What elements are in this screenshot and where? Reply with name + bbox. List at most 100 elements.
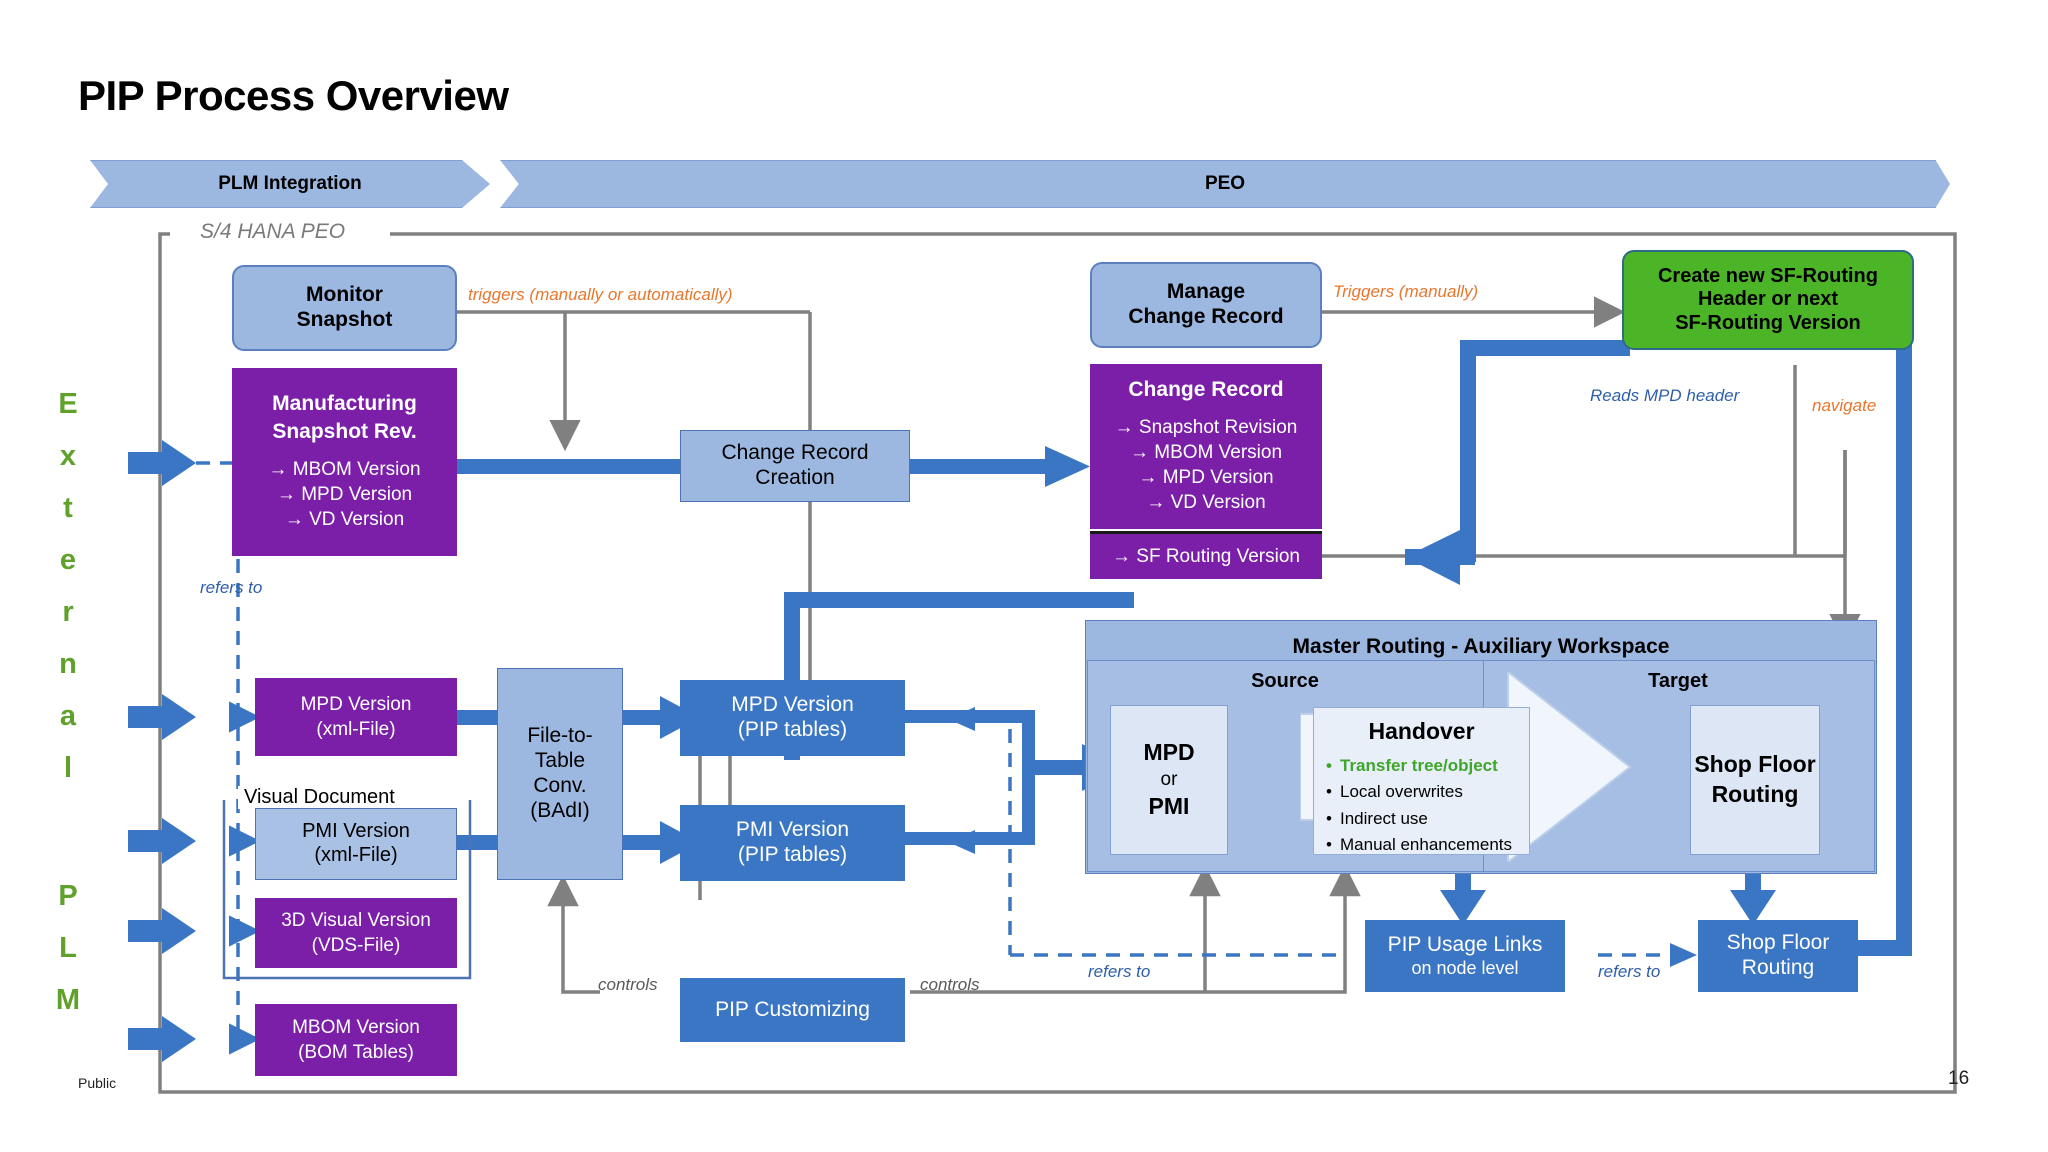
mfg-snapshot-item: → MBOM Version: [268, 459, 421, 481]
card-manufacturing-snapshot[interactable]: Manufacturing Snapshot Rev. → MBOM Versi…: [232, 368, 457, 556]
label-navigate: navigate: [1812, 396, 1877, 415]
crc-line1: Change Record: [721, 441, 869, 465]
banner-peo: PEO: [500, 160, 1950, 208]
cr-sf-routing-item: → SF Routing Version: [1112, 545, 1300, 567]
rail-letter: P: [58, 880, 78, 912]
rail-letter: a: [59, 700, 77, 732]
tgt-line2: Routing: [1711, 781, 1799, 807]
box-file-to-table-conversion[interactable]: File-to- Table Conv. (BAdI): [497, 668, 623, 880]
pmixml-line1: PMI Version: [302, 820, 410, 843]
footer-page-number: 16: [1948, 1068, 1970, 1089]
handover-bullet: Manual enhancements: [1326, 832, 1529, 859]
mbom-line1: MBOM Version: [292, 1016, 420, 1038]
monitor-snapshot-line1: Monitor: [306, 283, 383, 307]
label-controls-left: controls: [598, 975, 658, 994]
box-mpd-version-pip[interactable]: MPD Version (PIP tables): [680, 680, 905, 756]
pul-line2: on node level: [1411, 957, 1519, 978]
box-change-record-creation[interactable]: Change Record Creation: [680, 430, 910, 502]
mcr-line1: Manage: [1166, 280, 1246, 304]
cr-title: Change Record: [1128, 378, 1284, 401]
handover-bullet: Transfer tree/object: [1326, 753, 1529, 780]
cr-item: → MPD Version: [1138, 466, 1274, 488]
external-input-arrows: [128, 440, 196, 1062]
sfr-line2: Routing: [1741, 956, 1815, 979]
box-pip-usage-links[interactable]: PIP Usage Links on node level: [1365, 920, 1565, 992]
tile-manage-change-record[interactable]: Manage Change Record: [1090, 262, 1322, 348]
ftt-line2: Table: [534, 749, 586, 773]
mfg-snapshot-title2: Snapshot Rev.: [272, 420, 417, 444]
rail-letter: l: [63, 752, 73, 784]
label-refers-to-right: refers to: [1598, 962, 1661, 981]
rail-letter: E: [58, 388, 78, 420]
blue-flow-arrows: [352, 340, 1912, 985]
src-line3: PMI: [1148, 793, 1190, 820]
workspace-source-label: Source: [1251, 670, 1319, 692]
peo-frame: [158, 232, 1957, 1094]
rail-letter: L: [59, 932, 77, 964]
ftt-line3: Conv.: [533, 774, 587, 797]
mfg-snapshot-item: → VD Version: [284, 509, 405, 531]
cr-item: → Snapshot Revision: [1114, 416, 1298, 438]
box-mpd-version-xml[interactable]: MPD Version (xml-File): [255, 678, 457, 756]
box-pmi-version-pip[interactable]: PMI Version (PIP tables): [680, 805, 905, 881]
mpdxml-line2: (xml-File): [316, 719, 396, 740]
mpdpip-line1: MPD Version: [731, 693, 854, 717]
mfg-snapshot-title1: Manufacturing: [272, 391, 417, 415]
box-pip-customizing[interactable]: PIP Customizing: [680, 978, 905, 1042]
tile-create-sf-routing[interactable]: Create new SF-Routing Header or next SF-…: [1622, 250, 1914, 350]
workspace-source-box[interactable]: MPD or PMI: [1110, 705, 1228, 855]
rail-letter: x: [59, 440, 77, 472]
workspace-handover-box[interactable]: Handover Transfer tree/object Local over…: [1313, 707, 1530, 859]
ftt-line4: (BAdI): [530, 798, 590, 822]
banner-plm-integration: PLM Integration: [90, 160, 490, 208]
label-refers-to-mid: refers to: [1088, 962, 1151, 981]
card-change-record-sf-routing[interactable]: → SF Routing Version: [1090, 531, 1322, 579]
card-change-record[interactable]: Change Record → Snapshot Revision → MBOM…: [1090, 364, 1322, 529]
cr-item: → VD Version: [1146, 492, 1266, 513]
crc-line2: Creation: [755, 466, 835, 489]
mpdpip-line2: (PIP tables): [737, 718, 848, 741]
dashed-arrowheads: [948, 707, 1697, 967]
sfr-line1: Shop Floor: [1726, 931, 1830, 955]
banner-plm-label: PLM Integration: [218, 173, 362, 194]
mbom-line2: (BOM Tables): [298, 1042, 414, 1063]
label-controls-right: controls: [920, 975, 980, 994]
src-line1: MPD: [1143, 738, 1195, 765]
pmixml-line2: (xml-File): [314, 844, 398, 866]
csr-line1: Create new SF-Routing: [1657, 264, 1878, 287]
rail-letter: t: [63, 492, 73, 524]
footer-classification: Public: [78, 1075, 117, 1091]
workspace-target-label: Target: [1648, 670, 1708, 692]
monitor-snapshot-line2: Snapshot: [296, 308, 393, 331]
label-triggers-manual: Triggers (manually): [1333, 282, 1479, 301]
mfg-snapshot-item: → MPD Version: [276, 484, 413, 506]
pmipip-line2: (PIP tables): [737, 843, 848, 866]
workspace-title: Master Routing - Auxiliary Workspace: [1292, 635, 1670, 658]
box-shop-floor-routing[interactable]: Shop Floor Routing: [1698, 920, 1858, 992]
box-3d-visual-version[interactable]: 3D Visual Version (VDS-File): [255, 898, 457, 968]
src-line2: or: [1160, 768, 1178, 790]
workspace-target-box[interactable]: Shop Floor Routing: [1690, 705, 1820, 855]
pul-line1: PIP Usage Links: [1387, 933, 1543, 956]
page-title: PIP Process Overview: [78, 72, 509, 119]
box-pmi-version-xml[interactable]: PMI Version (xml-File): [255, 808, 457, 880]
label-triggers-auto: triggers (manually or automatically): [468, 285, 733, 304]
csr-line3: SF-Routing Version: [1675, 311, 1861, 334]
handover-bullet: Local overwrites: [1326, 779, 1529, 806]
mpdxml-line1: MPD Version: [300, 693, 412, 715]
peo-frame-label: S/4 HANA PEO: [192, 220, 354, 244]
rail-letter: M: [55, 984, 81, 1016]
rail-letter: n: [59, 648, 77, 680]
tgt-line1: Shop Floor: [1694, 751, 1816, 778]
group-visual-document-label: Visual Document: [238, 786, 401, 809]
tile-monitor-snapshot[interactable]: Monitor Snapshot: [232, 265, 457, 351]
vds-line2: (VDS-File): [311, 935, 401, 956]
visual-document-bracket: [222, 800, 472, 980]
box-mbom-version-bom[interactable]: MBOM Version (BOM Tables): [255, 1004, 457, 1076]
pipcust-line1: PIP Customizing: [715, 997, 870, 1021]
rail-letter: e: [59, 544, 77, 576]
banner-peo-label: PEO: [1204, 173, 1246, 194]
cr-item: → MBOM Version: [1129, 441, 1283, 463]
handover-title: Handover: [1368, 718, 1475, 744]
pmipip-line1: PMI Version: [735, 818, 850, 842]
